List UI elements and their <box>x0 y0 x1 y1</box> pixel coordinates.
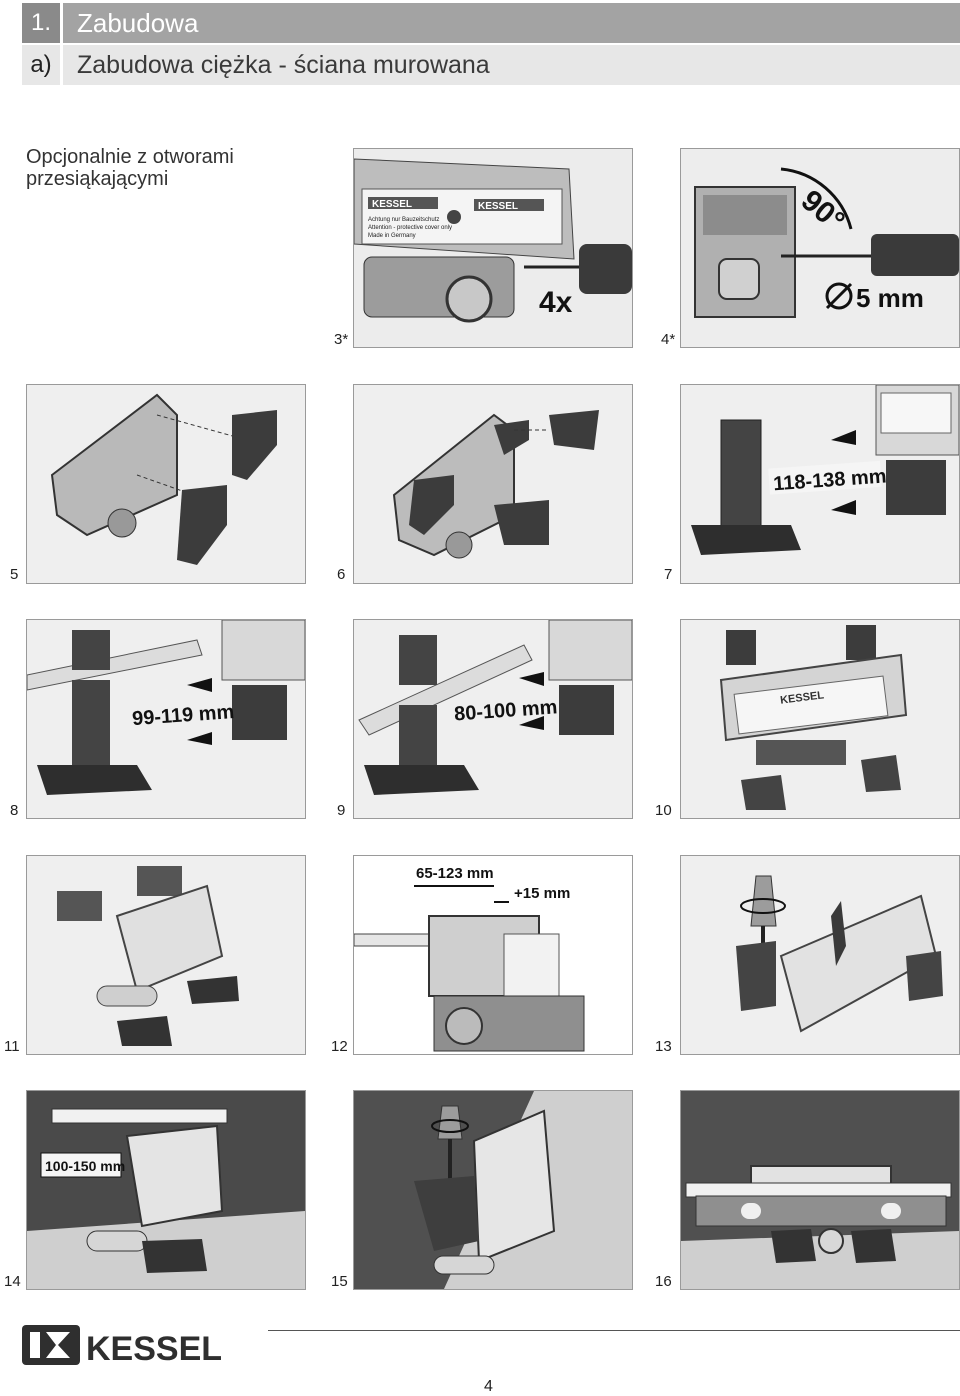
step-3-illustration: KESSEL KESSEL Achtung nur Bauzeitschutz … <box>353 148 633 348</box>
step-number: 9 <box>337 802 346 819</box>
subsection-title: Zabudowa ciężka - ściana murowana <box>77 51 490 79</box>
wall-distance-illustration: 100-150 mm <box>27 1091 305 1289</box>
drain-drilling-illustration: KESSEL KESSEL Achtung nur Bauzeitschutz … <box>354 149 632 347</box>
step-8-illustration: 99-119 mm <box>26 619 306 819</box>
kessel-logo: KESSEL <box>22 1322 252 1368</box>
step-number: 7 <box>664 566 673 583</box>
step-number: 6 <box>337 566 346 583</box>
depth-measure-illustration: 65-123 mm +15 mm <box>354 856 632 1054</box>
step-14-illustration: 100-150 mm <box>26 1090 306 1290</box>
subsection-header: a) Zabudowa ciężka - ściana murowana <box>22 45 960 85</box>
brand-label: KESSEL <box>372 199 412 210</box>
step-13-illustration <box>680 855 960 1055</box>
optional-note: Opcjonalnie z otworami przesiąkającymi <box>26 146 234 190</box>
step-number: 15 <box>331 1273 348 1290</box>
wall-anchor-illustration <box>354 1091 632 1289</box>
step-number: 12 <box>331 1038 348 1055</box>
section-header: 1. Zabudowa <box>22 3 960 43</box>
section-number: 1. <box>22 3 60 43</box>
step-number: 14 <box>4 1273 21 1290</box>
step-4-illustration: 90° 5 mm <box>680 148 960 348</box>
step-number: 10 <box>655 802 672 819</box>
brand-label: KESSEL <box>780 689 825 706</box>
saw-cut-illustration: 80-100 mm <box>354 620 632 818</box>
step-16-illustration <box>680 1090 960 1290</box>
step-15-illustration <box>353 1090 633 1290</box>
section-title: Zabudowa <box>77 8 199 38</box>
drill-angle-illustration: 90° 5 mm <box>681 149 959 347</box>
footer-divider <box>268 1330 960 1331</box>
step-12-illustration: 65-123 mm +15 mm <box>353 855 633 1055</box>
step-11-illustration <box>26 855 306 1055</box>
brand-label: KESSEL <box>478 201 518 212</box>
logo-text: KESSEL <box>86 1330 222 1368</box>
subsection-label: a) <box>22 45 60 85</box>
step-10-illustration: KESSEL <box>680 619 960 819</box>
count-label: 4x <box>539 286 573 319</box>
level-check-illustration <box>681 1091 959 1289</box>
header-divider <box>60 45 63 85</box>
step-number: 8 <box>10 802 19 819</box>
step-9-illustration: 80-100 mm <box>353 619 633 819</box>
header-divider <box>60 3 63 43</box>
step-5-illustration <box>26 384 306 584</box>
offset-label: +15 mm <box>514 885 570 902</box>
screwdriver-adjust-illustration <box>681 856 959 1054</box>
diameter-label: 5 mm <box>856 283 924 313</box>
saw-cut-illustration: 99-119 mm <box>27 620 305 818</box>
step-number: 11 <box>4 1038 20 1055</box>
step-number: 5 <box>10 566 19 583</box>
distance-label: 100-150 mm <box>45 1158 125 1174</box>
assembled-frame-illustration: KESSEL <box>681 620 959 818</box>
step-number: 4* <box>661 331 676 348</box>
cover-warning-text: Achtung nur Bauzeitschutz <box>368 217 439 223</box>
frame-positioning-illustration <box>27 856 305 1054</box>
step-6-illustration <box>353 384 633 584</box>
depth-range-label: 65-123 mm <box>416 865 494 882</box>
bracket-fastening-illustration <box>354 385 632 583</box>
step-number: 13 <box>655 1038 672 1055</box>
bracket-mounting-illustration <box>27 385 305 583</box>
height-measure-illustration: 118-138 mm <box>681 385 959 583</box>
step-number: 3* <box>334 331 349 348</box>
step-number: 16 <box>655 1273 672 1290</box>
cover-warning-text: Attention - protective cover only <box>368 225 452 231</box>
step-7-illustration: 118-138 mm <box>680 384 960 584</box>
page-number: 4 <box>484 1378 493 1395</box>
made-in-text: Made in Germany <box>368 233 416 239</box>
